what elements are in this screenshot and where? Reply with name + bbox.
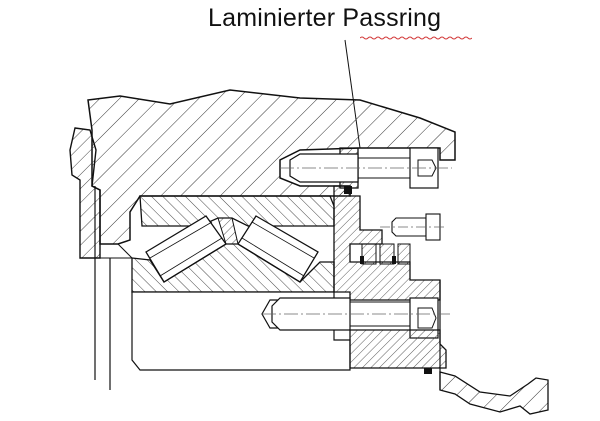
part-edge-line [117,243,133,259]
seal-rings [360,243,411,265]
annotation-label: Laminierter Passring [208,4,442,32]
small-bolt [391,213,441,241]
housing-lower-tail [439,371,549,415]
housing [87,89,456,245]
o-ring-lower [424,368,432,374]
clamping-flange [333,185,441,301]
bearing-outer-ring [139,195,335,227]
o-ring [344,186,352,194]
lower-flange [349,329,447,369]
spellcheck-underline [360,36,472,40]
